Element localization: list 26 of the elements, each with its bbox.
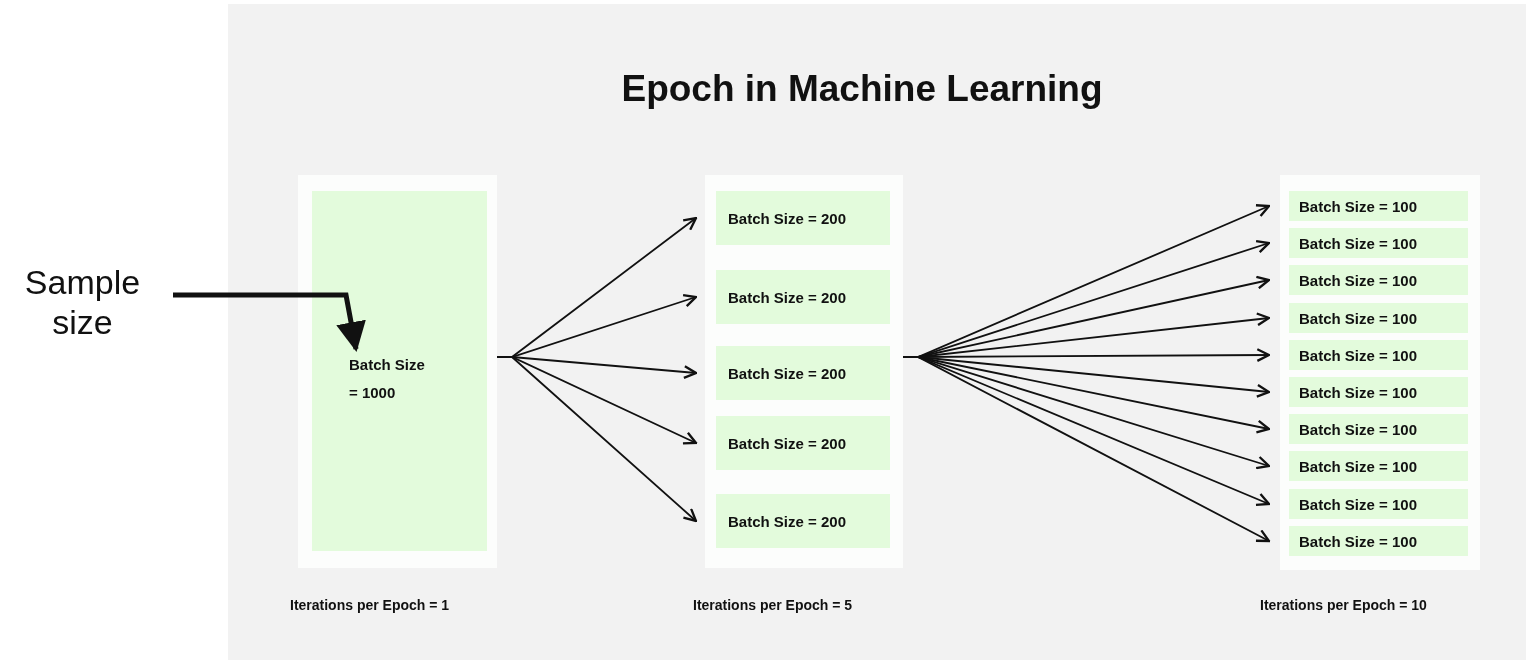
batch-box: Batch Size = 100 <box>1289 414 1468 444</box>
leader-arrow <box>173 292 366 352</box>
batch-box: Batch Size = 200 <box>716 416 890 470</box>
batch-box: Batch Size = 100 <box>1289 191 1468 221</box>
diagram-title: Epoch in Machine Learning <box>620 68 1104 110</box>
annotation-text: Sample size <box>10 262 155 352</box>
batch-box: Batch Size = 100 <box>1289 340 1468 370</box>
batch-box: Batch Size = 100 <box>1289 489 1468 519</box>
iterations-label: Iterations per Epoch = 5 <box>693 597 853 613</box>
batch-box: Batch Size = 100 <box>1289 451 1468 481</box>
column-panel <box>298 175 497 568</box>
batch-box: Batch Size = 200 <box>716 191 890 245</box>
batch-box: Batch Size = 200 <box>716 346 890 400</box>
arrow <box>496 356 698 523</box>
iterations-label: Iterations per Epoch = 1 <box>290 597 450 613</box>
batch-box: Batch Size = 100 <box>1289 526 1468 556</box>
iterations-label: Iterations per Epoch = 10 <box>1260 597 1427 613</box>
batch-box: Batch Size = 1000 <box>312 191 487 551</box>
batch-box: Batch Size = 100 <box>1289 377 1468 407</box>
batch-box: Batch Size = 100 <box>1289 228 1468 258</box>
batch-box: Batch Size = 200 <box>716 270 890 324</box>
batch-box: Batch Size = 100 <box>1289 303 1468 333</box>
column-panel <box>705 175 903 568</box>
column-panel <box>1280 175 1480 570</box>
batch-box: Batch Size = 100 <box>1289 265 1468 295</box>
batch-box: Batch Size = 200 <box>716 494 890 548</box>
